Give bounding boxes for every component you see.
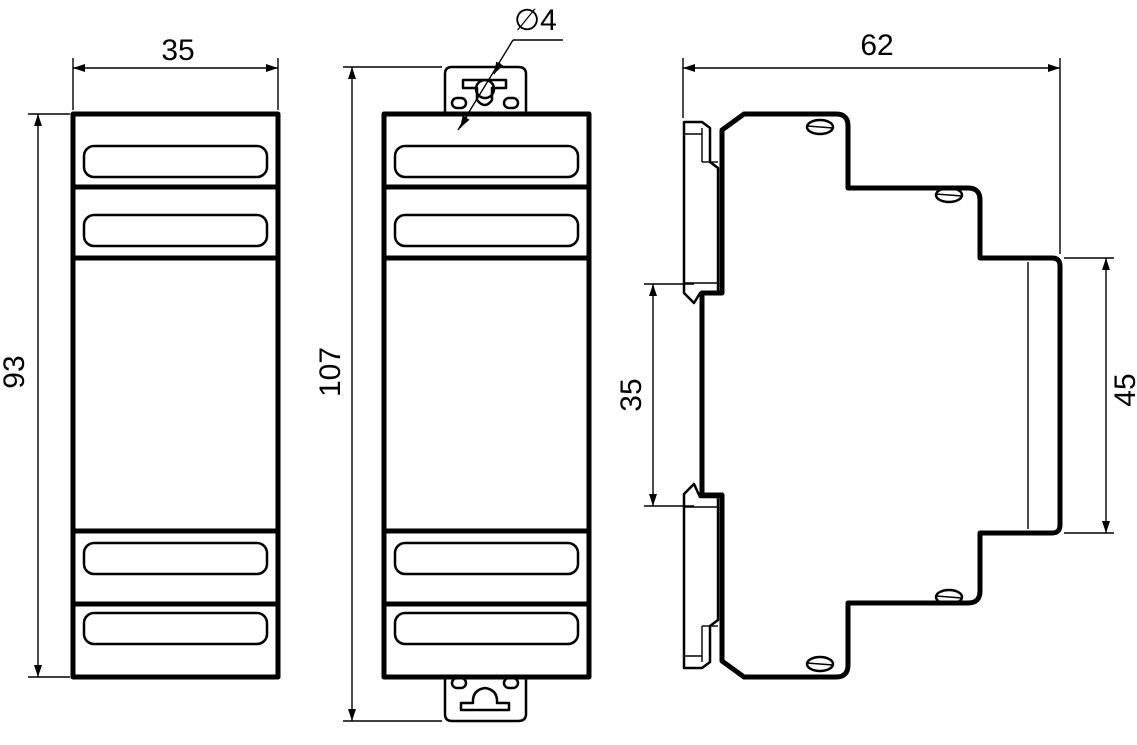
dimension-label: 62 [860,29,893,62]
rail-clip-bottom [682,482,720,670]
front-view [70,111,281,680]
side-view [682,111,1063,680]
mounting-tab-bottom [443,677,528,723]
dimension-label: 35 [615,378,648,411]
label-slot [82,611,269,646]
dimension-label: ∅4 [514,4,557,37]
screw-head [805,118,835,136]
dimension-front-face: 45 [1064,257,1137,534]
label-slot [393,144,580,179]
dimension-front-width: 35 [72,34,279,110]
dimension-depth: 62 [682,29,1061,254]
label-slot [393,611,580,646]
dimension-label: 35 [161,34,194,67]
dimension-hole-diameter: ∅4 [457,4,563,131]
dimension-label: 45 [1109,373,1137,406]
rail-clip-top [682,120,720,305]
label-slot [82,213,269,248]
mount-view [381,65,592,723]
screw-head [805,655,835,673]
screw-head [934,588,964,606]
screw-head [934,186,964,204]
label-slot [82,144,269,179]
dimension-label: 93 [0,355,31,388]
dimension-mount-height: 107 [314,66,442,722]
dimension-label: 107 [314,347,347,397]
dimension-front-height: 93 [0,113,70,678]
label-slot [82,541,269,576]
mounting-tab-top [443,65,528,114]
housing-profile [699,111,1063,680]
label-slot [393,213,580,248]
label-slot [393,541,580,576]
dimension-rail-width: 35 [615,283,694,507]
